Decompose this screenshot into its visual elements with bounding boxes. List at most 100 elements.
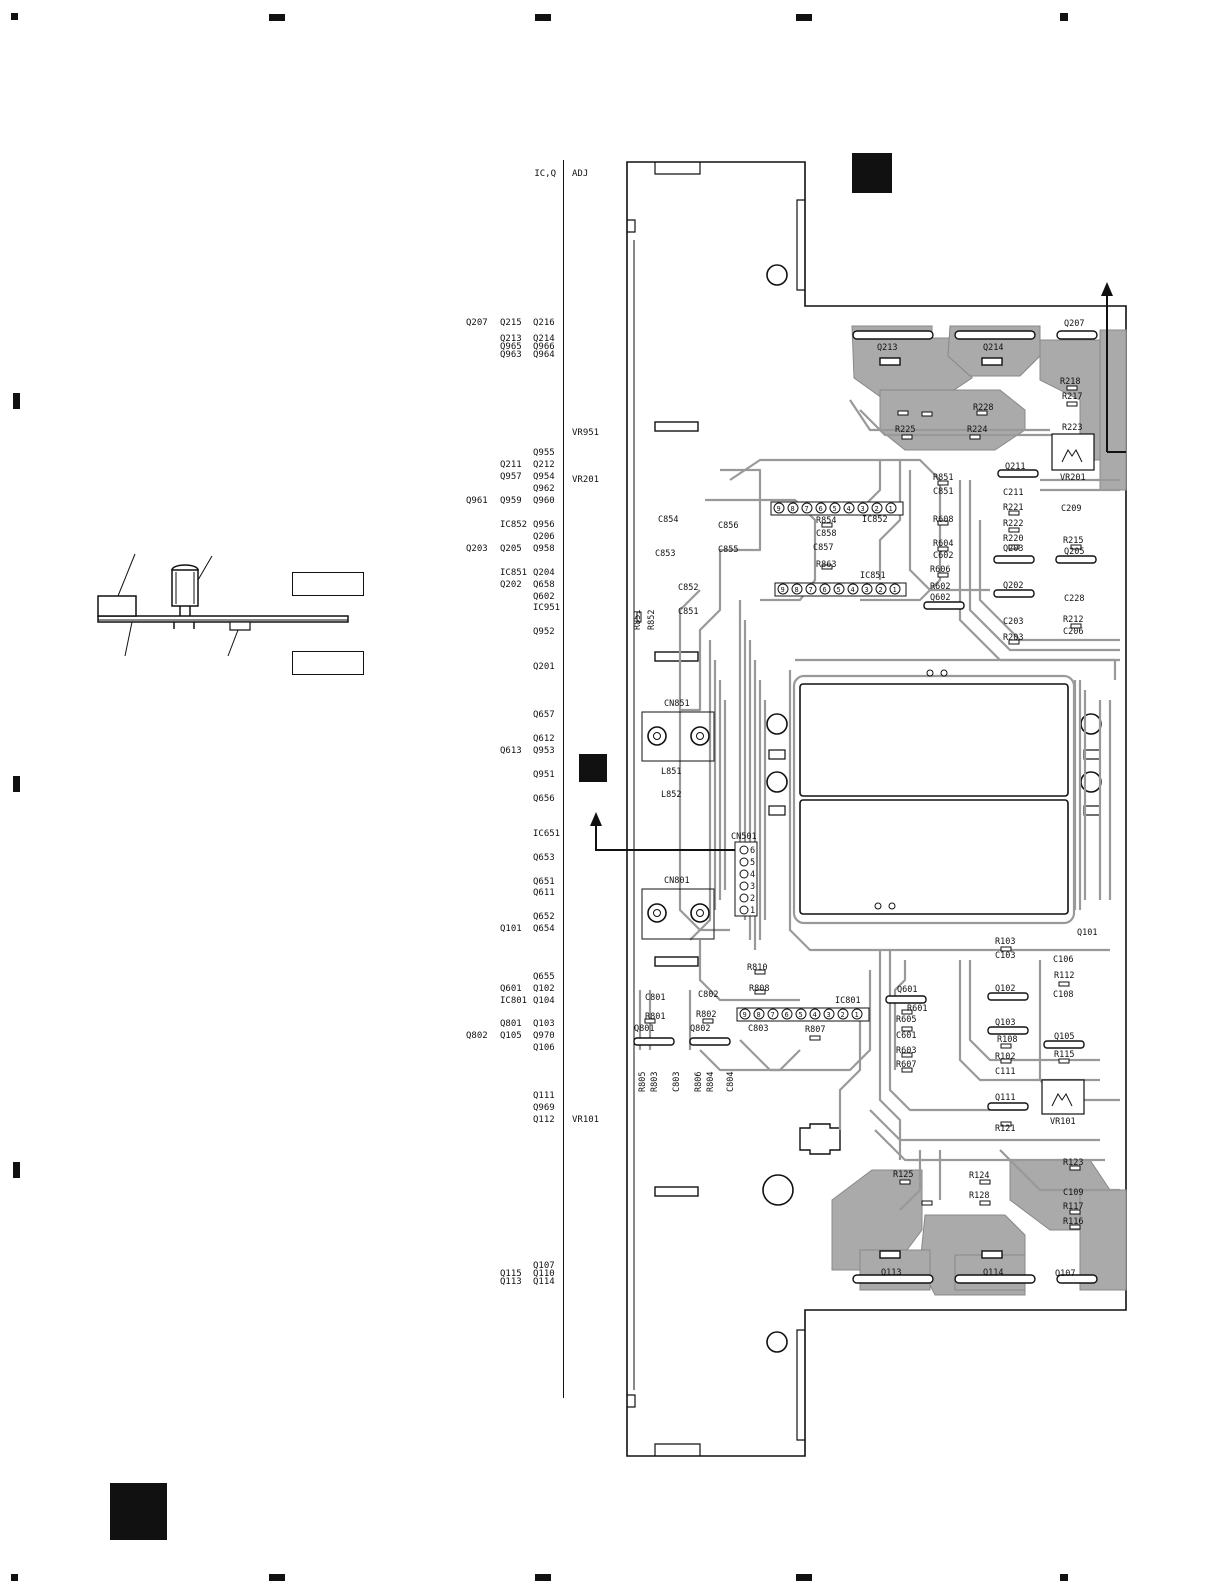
index-entry: Q655 (533, 972, 555, 982)
pcb-label-r128: R128 (969, 1191, 989, 1201)
cn501-pin: 6 (739, 845, 755, 856)
svg-text:6: 6 (750, 846, 755, 856)
pcb-label-r115: R115 (1054, 1050, 1074, 1060)
pcb-label-q214: Q214 (983, 343, 1003, 353)
index-entry: Q960 (533, 496, 555, 506)
cn501-pin: 1 (739, 905, 755, 916)
index-entry: Q970 (533, 1031, 555, 1041)
ic-pin: 3 (861, 583, 873, 595)
svg-text:2: 2 (841, 1011, 845, 1019)
index-entry: Q201 (533, 662, 555, 672)
pcb-label-r121: R121 (995, 1124, 1015, 1134)
index-entry: IC851 (500, 568, 528, 578)
index-entry: Q952 (533, 627, 555, 637)
pcb-label-r805: R805 (638, 1072, 648, 1092)
registration-mark-top-1 (11, 13, 18, 20)
ic-pin: 3 (823, 1008, 835, 1020)
pcb-label-r851: R851 (933, 473, 953, 483)
pcb-label-r606: R606 (930, 565, 950, 575)
pcb-label-r602: R602 (930, 582, 950, 592)
pcb-label-r601: R601 (907, 1004, 927, 1014)
svg-text:8: 8 (757, 1011, 761, 1019)
index-entry: Q654 (533, 924, 555, 934)
pcb-label-l851: L851 (661, 767, 681, 777)
index-entry: Q658 (533, 580, 555, 590)
index-entry: Q956 (533, 520, 555, 530)
cn501-pin: 2 (739, 893, 755, 904)
ic-pin: 9 (777, 583, 789, 595)
svg-text:8: 8 (795, 586, 799, 594)
pcb-label-c851: C851 (933, 487, 953, 497)
pcb-label-q202: Q202 (1003, 581, 1023, 591)
index-entry: Q963 (500, 350, 522, 360)
pcb-label-r223: R223 (1062, 423, 1082, 433)
index-entry: Q212 (533, 460, 555, 470)
index-entry: Q213 (500, 334, 522, 344)
pcb-label-c856: C856 (718, 521, 738, 531)
index-entry: Q214 (533, 334, 555, 344)
pcb-label-c106: C106 (1053, 955, 1073, 965)
ic-pin: 2 (875, 583, 887, 595)
svg-text:2: 2 (750, 894, 755, 904)
svg-text:2: 2 (875, 505, 879, 513)
pcb-label-r608: R608 (933, 515, 953, 525)
svg-text:6: 6 (823, 586, 827, 594)
svg-text:9: 9 (743, 1011, 747, 1019)
pcb-label-c858: C858 (816, 529, 836, 539)
pcb-label-c857: C857 (813, 543, 833, 553)
pcb-label-r215: R215 (1063, 536, 1083, 546)
pcb-label-r802: R802 (696, 1010, 716, 1020)
index-entry: Q969 (533, 1103, 555, 1113)
page-tab-block (110, 1483, 167, 1540)
svg-text:5: 5 (833, 505, 837, 513)
index-entry: Q601 (500, 984, 522, 994)
pcb-label-q102: Q102 (995, 984, 1015, 994)
index-entry: Q953 (533, 746, 555, 756)
svg-text:2: 2 (879, 586, 883, 594)
index-entry: Q964 (533, 350, 555, 360)
index-entry: Q958 (533, 544, 555, 554)
pcb-label-c854: C854 (658, 515, 678, 525)
pcb-label-c855: C855 (718, 545, 738, 555)
index-entry: Q962 (533, 484, 555, 494)
cn501-pin: 5 (739, 857, 755, 868)
pcb-label-q105: Q105 (1054, 1032, 1074, 1042)
registration-mark-top-4 (796, 14, 812, 21)
pcb-label-r220: R220 (1003, 534, 1023, 544)
ic-pin: 7 (801, 502, 813, 514)
ic-pin: 8 (753, 1008, 765, 1020)
index-entry: Q106 (533, 1043, 555, 1053)
index-entry: IC651 (533, 829, 561, 839)
cn501-pin: 4 (739, 869, 755, 880)
registration-mark-bottom-5 (1060, 1574, 1068, 1581)
registration-mark-top-5 (1060, 13, 1068, 21)
svg-text:6: 6 (819, 505, 823, 513)
pcb-label-r228: R228 (973, 403, 993, 413)
pcb-label-q802: Q802 (690, 1024, 710, 1034)
pcb-label-cn501: CN501 (731, 832, 757, 842)
pcb-label-r124: R124 (969, 1171, 989, 1181)
pcb-label-r603: R603 (896, 1046, 916, 1056)
pcb-label-r123: R123 (1063, 1158, 1083, 1168)
index-header-icq: IC,Q (534, 169, 556, 179)
index-entry: Q652 (533, 912, 555, 922)
pcb-label-c203: C203 (1003, 617, 1023, 627)
pcb-label-r224: R224 (967, 425, 987, 435)
svg-text:8: 8 (791, 505, 795, 513)
callout-box-lower (292, 651, 364, 675)
ic-pin: 8 (791, 583, 803, 595)
svg-text:7: 7 (809, 586, 813, 594)
index-entry: Q215 (500, 318, 522, 328)
ic-pin: 8 (787, 502, 799, 514)
svg-text:5: 5 (750, 858, 755, 868)
cn501-pin: 3 (739, 881, 755, 892)
pcb-label-c802: C802 (698, 990, 718, 1000)
index-entry: Q113 (500, 1277, 522, 1287)
ic-pin: 7 (767, 1008, 779, 1020)
pcb-label-c803: C803 (748, 1024, 768, 1034)
pcb-label-r806: R806 (694, 1072, 704, 1092)
ic-pin: 6 (781, 1008, 793, 1020)
svg-text:5: 5 (837, 586, 841, 594)
ic-pin: 4 (847, 583, 859, 595)
